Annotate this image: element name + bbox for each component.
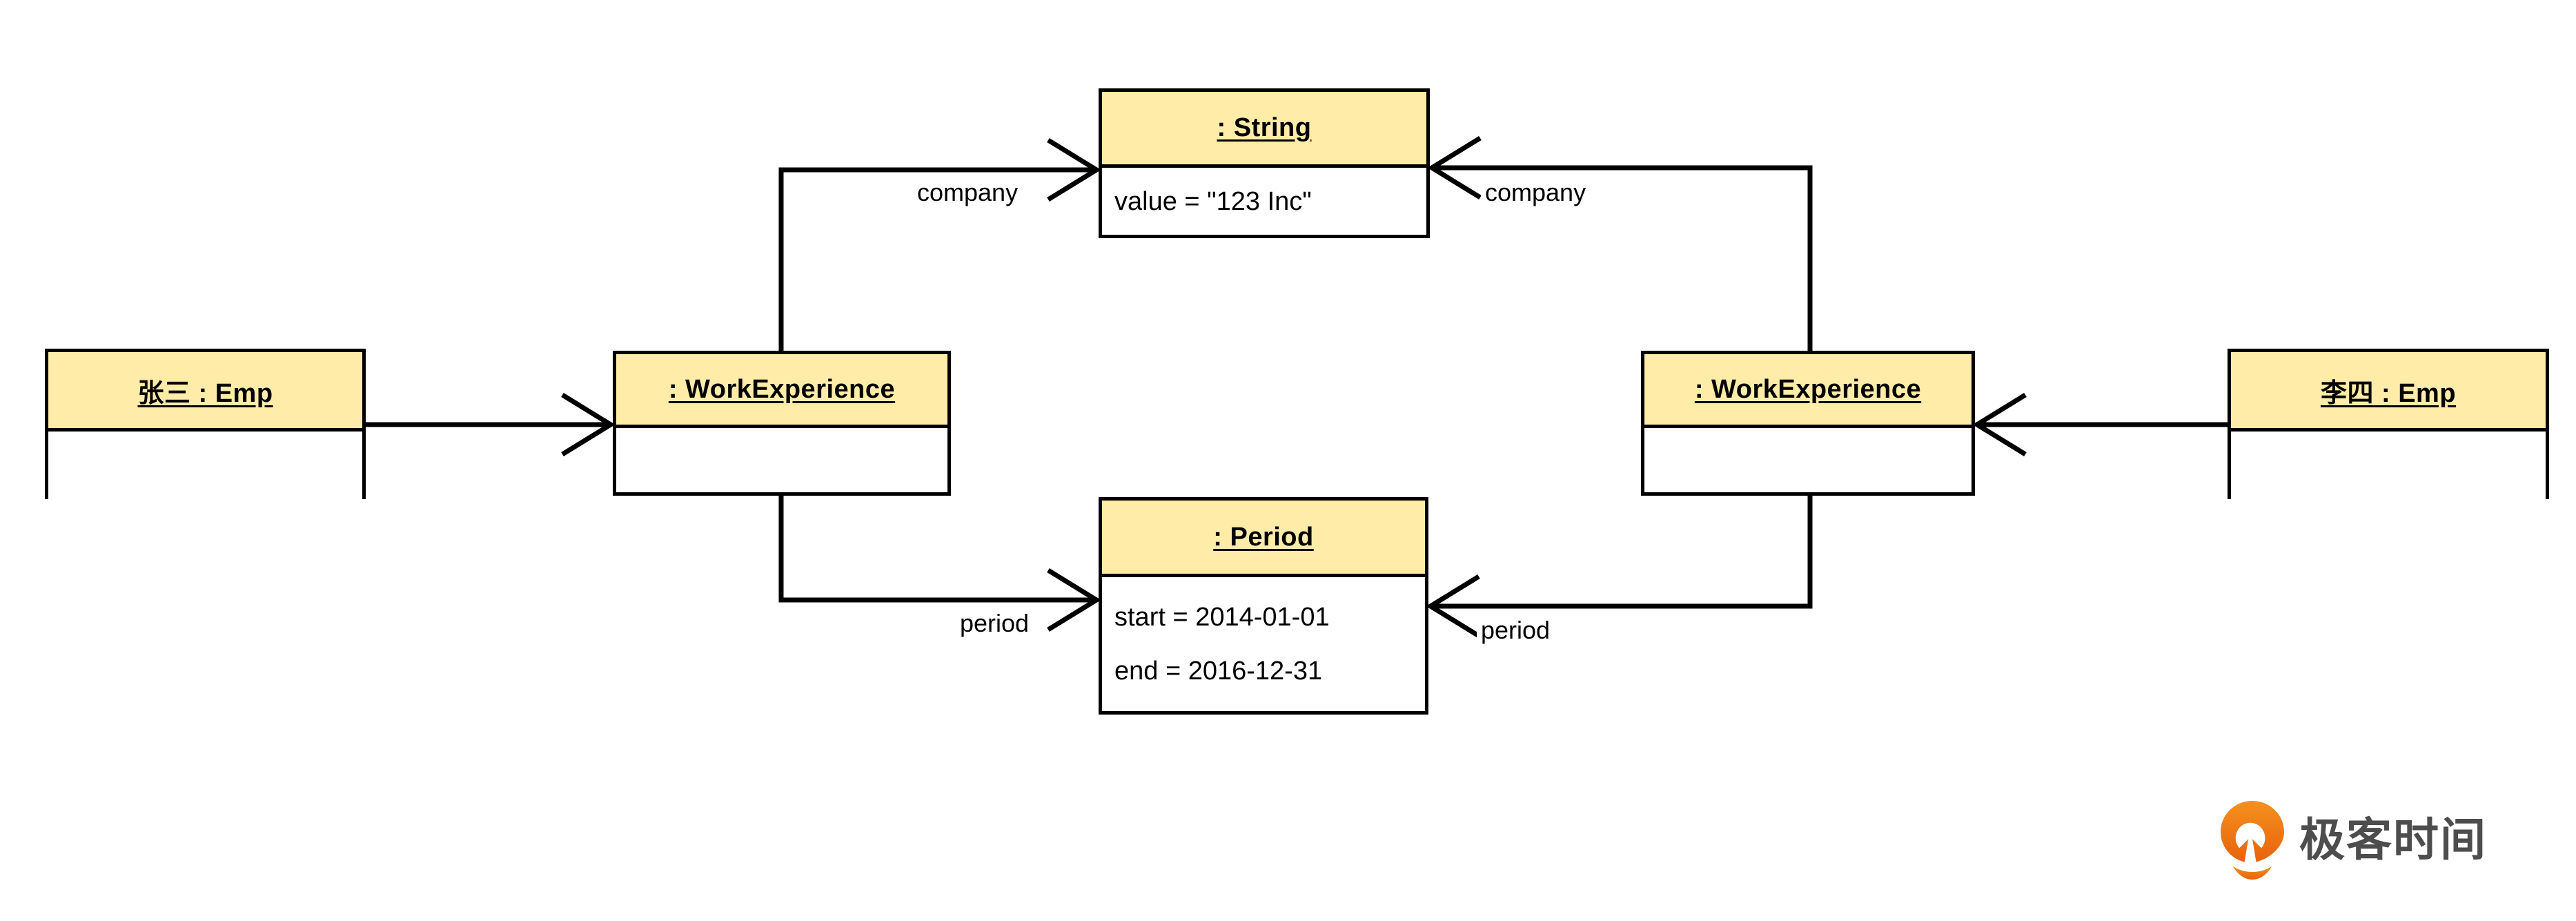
arrowhead-workexperience-right-period (1426, 574, 1480, 638)
object-attribute: value = "123 Inc" (1114, 186, 1312, 216)
geektime-logo-icon (2221, 801, 2284, 880)
object-node-workexperience-right[interactable]: : WorkExperience (1641, 351, 1975, 496)
edge-label-period-left: period (956, 609, 1034, 638)
object-attributes: value = "123 Inc" (1102, 168, 1426, 235)
object-header: 李四 : Emp (2231, 352, 2546, 432)
edge-label-company-left: company (913, 178, 1023, 207)
object-node-emp-lisi[interactable]: 李四 : Emp (2228, 349, 2549, 499)
edge-workexperience-right-period (1430, 496, 1813, 609)
object-header: : Period (1102, 501, 1425, 577)
object-attributes (1644, 428, 1972, 492)
object-node-string[interactable]: : String value = "123 Inc" (1099, 88, 1430, 238)
edge-label-company-right: company (1481, 178, 1591, 207)
brand-logo: 极客时间 (2221, 801, 2487, 880)
object-node-workexperience-left[interactable]: : WorkExperience (613, 351, 951, 496)
object-title: : WorkExperience (668, 374, 896, 404)
object-title: 李四 : Emp (2320, 378, 2457, 408)
edge-workexperience-left-period (778, 496, 1097, 603)
arrowhead-zhangsan-workexperience (561, 393, 616, 456)
object-header: 张三 : Emp (48, 352, 362, 432)
object-title: 张三 : Emp (137, 378, 273, 408)
object-header: : String (1102, 92, 1426, 168)
object-node-period[interactable]: : Period start = 2014-01-01 end = 2016-1… (1099, 497, 1428, 715)
object-attribute: end = 2016-12-31 (1114, 656, 1323, 686)
object-attribute: start = 2014-01-01 (1114, 603, 1330, 632)
edge-label-period-right: period (1477, 616, 1555, 645)
edge-workexperience-left-string (778, 167, 1097, 351)
edge-workexperience-right-string (1432, 165, 1813, 351)
object-attributes: start = 2014-01-01 end = 2016-12-31 (1102, 577, 1425, 711)
object-title: : String (1217, 113, 1312, 142)
object-node-emp-zhangsan[interactable]: 张三 : Emp (45, 349, 366, 499)
arrowhead-lisi-workexperience (1972, 393, 2027, 456)
object-title: : WorkExperience (1694, 374, 1922, 404)
object-header: : WorkExperience (616, 354, 947, 428)
object-header: : WorkExperience (1644, 354, 1972, 428)
arrowhead-workexperience-right-string (1427, 136, 1482, 200)
arrowhead-workexperience-left-string (1047, 138, 1101, 202)
object-attributes (2231, 432, 2546, 499)
arrowhead-workexperience-left-period (1047, 568, 1101, 632)
brand-name: 极客时间 (2299, 813, 2487, 866)
object-attributes (616, 428, 947, 492)
object-title: : Period (1213, 522, 1314, 552)
object-attributes (48, 432, 362, 499)
